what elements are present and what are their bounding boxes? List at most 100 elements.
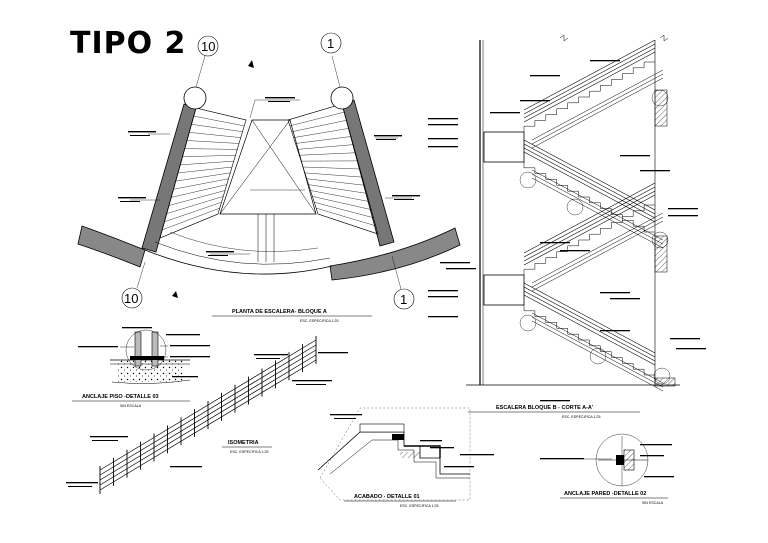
north-arrow-icon: [172, 291, 178, 298]
stringer-line: [531, 69, 664, 141]
stringer-line: [531, 169, 664, 241]
grid-mark-top-right: 1: [327, 36, 334, 51]
plan-step-line: [173, 178, 229, 190]
stringer-line: [531, 216, 664, 288]
plan-step-line: [184, 148, 238, 150]
handrail-line: [523, 194, 656, 266]
detail-03-label: ANCLAJE PISO -DETALLE 03: [82, 394, 159, 400]
annotation-mark: [530, 75, 560, 77]
plan-step-line: [308, 184, 367, 194]
detail-03: ANCLAJE PISO -DETALLE 03 SIN ESCALA: [72, 327, 210, 408]
plan-step-line: [316, 207, 376, 227]
stringer-line: [531, 220, 664, 292]
annotation-mark: [428, 290, 458, 292]
annotation-mark: [428, 138, 458, 140]
grid-mark-bottom-left: 10: [124, 291, 138, 306]
plan-view-scale: ESC. ESPECIFICA 1:25: [300, 319, 339, 323]
section-view-label: ESCALERA BLOQUE B - CORTE A-A': [496, 405, 594, 411]
annotation-mark: [520, 100, 550, 102]
section-view-scale: ESC. ESPECIFICA 1:25: [562, 415, 601, 419]
annotation-mark: [668, 208, 698, 210]
annotation-mark: [428, 124, 458, 126]
handrail-line: [523, 290, 656, 362]
annotation-mark: [560, 250, 590, 252]
annotation-mark: [446, 268, 476, 270]
handrail-line: [523, 47, 656, 119]
annotation-mark: [540, 400, 570, 402]
annotation-mark: [620, 155, 650, 157]
annotation-mark: [676, 348, 706, 350]
handrail-line: [523, 39, 656, 111]
stringer-line: [531, 77, 664, 149]
detail-01-label: ACABADO - DETALLE 01: [354, 494, 420, 500]
detail-01: ACABADO - DETALLE 01 ESC. ESPECIFICA 1:2…: [317, 407, 494, 508]
detail-02-scale: SIN ESCALA: [642, 501, 664, 505]
plan-step-line: [291, 120, 347, 132]
plan-step-line: [166, 196, 224, 214]
annotation-mark: [428, 296, 458, 298]
detail-02-label: ANCLAJE PARED -DETALLE 02: [564, 491, 646, 497]
stringer-line: [531, 73, 664, 145]
handrail-line: [523, 143, 656, 215]
stringer-line: [531, 177, 664, 249]
annotation-mark: [590, 60, 620, 62]
plan-step-line: [195, 107, 247, 121]
stair-flight: [523, 305, 655, 376]
north-arrow-icon: [248, 60, 254, 68]
handrail-line: [523, 182, 656, 254]
plan-step-line: [299, 152, 356, 156]
isometric-view-label: ISOMETRIA: [228, 440, 259, 446]
annotation-mark: [440, 262, 470, 264]
plan-step-line: [312, 196, 372, 210]
plan-step-line: [168, 190, 226, 206]
handrail-line: [523, 147, 656, 219]
annotation-mark: [600, 292, 630, 294]
annotation-mark: [640, 170, 670, 172]
plan-step-line: [287, 103, 343, 121]
handrail-line: [523, 43, 656, 115]
detail-01-scale: ESC. ESPECIFICA 1:25: [400, 504, 439, 508]
plan-step-line: [304, 172, 363, 178]
plan-step-line: [180, 160, 234, 166]
plan-step-line: [177, 166, 233, 174]
detail-03-scale: SIN ESCALA: [120, 404, 142, 408]
plan-step-line: [186, 140, 240, 144]
annotation-mark: [670, 338, 700, 340]
annotation-mark: [610, 298, 640, 300]
annotation-mark: [668, 215, 698, 217]
section-view: ESCALERA BLOQUE B - CORTE A-A' ESC. ESPE…: [428, 34, 706, 419]
plan-view: 10 1 10 1: [77, 32, 461, 323]
plan-step-line: [289, 111, 345, 127]
annotation-mark: [490, 112, 520, 114]
handrail-line: [523, 282, 656, 354]
isometric-view-scale: ESC. ESPECIFICA 1:25: [230, 450, 269, 454]
plan-step-line: [191, 124, 243, 132]
plan-step-line: [159, 213, 219, 239]
plan-step-line: [306, 178, 365, 186]
plan-step-line: [193, 115, 245, 127]
grid-mark-top-left: 10: [201, 39, 215, 54]
handrail-line: [523, 51, 656, 123]
annotation-mark: [428, 146, 458, 148]
annotation-mark: [540, 242, 570, 244]
handrail-line: [523, 151, 656, 223]
plan-view-label: PLANTA DE ESCALERA- BLOQUE A: [232, 309, 327, 315]
stair-flight: [523, 61, 655, 132]
plan-step-line: [310, 190, 370, 202]
handrail-line: [523, 286, 656, 358]
handrail-line: [523, 294, 656, 366]
sheet-title: TIPO 2: [70, 26, 187, 61]
plan-step-line: [293, 128, 349, 138]
annotation-mark: [600, 330, 630, 332]
grid-mark-bottom-right: 1: [400, 292, 407, 307]
plan-step-line: [297, 144, 354, 150]
stringer-line: [531, 316, 664, 388]
handrail-line: [523, 190, 656, 262]
plan-step-line: [171, 184, 227, 198]
stringer-line: [531, 212, 664, 284]
stair-flight: [523, 204, 655, 275]
handrail-line: [523, 186, 656, 258]
plan-step-line: [302, 166, 361, 170]
